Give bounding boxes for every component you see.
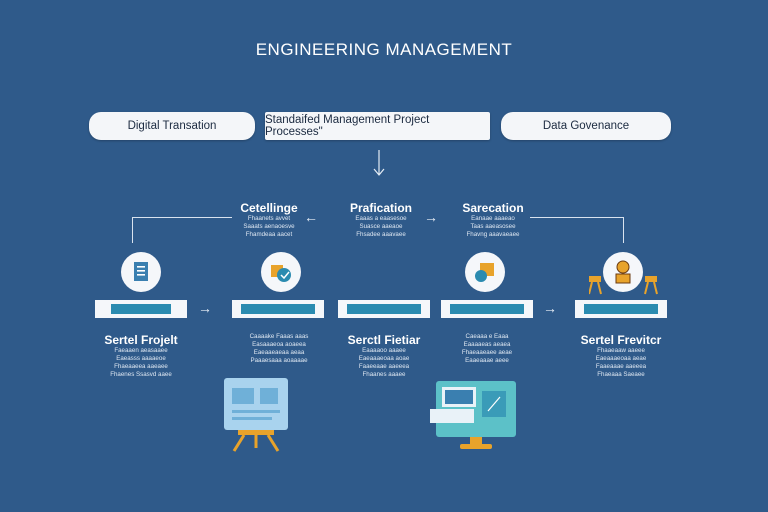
process-bar-5: [575, 300, 667, 318]
process-bar-2: [232, 300, 324, 318]
bottom-3-line: Eaeaaaeoaa aoae: [358, 355, 410, 362]
bottom-3-line: Fhaanes aaaee: [362, 371, 406, 378]
bottom-3-line: Faaeeaae aaeeea: [358, 363, 410, 370]
digital-transformation-box: Digital Transation: [89, 112, 255, 140]
stage-2-line: Eaaas a eaasesoe: [355, 215, 407, 222]
project-processes-box: Standaifed Management Project Processes": [265, 112, 490, 140]
stage-3: Sarecation Eanaae aaaeao Taas aaeasosee …: [450, 201, 536, 239]
connector-line: [530, 217, 624, 218]
process-bar-4: [441, 300, 533, 318]
bottom-1-line: Fhaenes Ssasvd aaee: [110, 371, 172, 378]
bottom-5-line: Eaeaaaeoaa aeae: [595, 355, 647, 362]
bottom-4-line: Eaaaaeas aeaea: [463, 341, 511, 348]
connector-line: [623, 217, 624, 243]
monitor-icon: [430, 381, 520, 458]
bottom-1-line: Faeaaen aeasaaee: [114, 347, 168, 354]
bottom-1-line: Eaeasss aaaaeoe: [116, 355, 166, 362]
connector-line: [132, 217, 133, 243]
process-bar-3: [338, 300, 430, 318]
bottom-5-line: Fhaeaaa Saeaee: [597, 371, 645, 378]
left-arrow-icon: ←: [304, 209, 318, 225]
stage-1-label: Cetellinge: [240, 201, 298, 215]
bottom-4-line: Caeaaa e Eaaa: [465, 333, 509, 340]
stage-3-line: Taas aaeasosee: [470, 223, 516, 230]
stage-3-line: Eanaae aaaeao: [471, 215, 515, 222]
connector-line: [132, 217, 232, 218]
stage-2-line: Suasce aaeaoe: [359, 223, 403, 230]
stage-2: Prafication Eaaas a eaasesoe Suasce aaea…: [338, 201, 424, 239]
down-arrow-icon: [371, 148, 387, 183]
audio-icon: [261, 252, 301, 292]
bottom-3-label: Serctl Fietiar: [347, 333, 421, 347]
data-governance-box: Data Govenance: [501, 112, 671, 140]
bottom-5-line: Fhaaeaaw aaeee: [597, 347, 645, 354]
bottom-1-label: Sertel Frojelt: [104, 333, 178, 347]
bottom-2-line: Eaeaaeaeaa aeaa: [253, 349, 305, 356]
stage-2-label: Prafication: [349, 201, 412, 215]
bottom-5-line: Faaeaaae aaeeea: [595, 363, 647, 370]
right-arrow-icon: →: [424, 209, 438, 225]
bottom-5-label: Sertel Frevitcr: [580, 333, 662, 347]
bottom-4-line: Eaaeaaae aeee: [465, 357, 509, 364]
bottom-column-1: Sertel Frojelt Faeaaen aeasaaee Eaeasss …: [96, 333, 186, 379]
bottom-column-5: Sertel Frevitcr Fhaaeaaw aaeee Eaeaaaeoa…: [576, 333, 666, 379]
process-bar-1: [95, 300, 187, 318]
bottom-3-line: Eaaaaoo aaaee: [362, 347, 406, 354]
bottom-2-line: Easaaaeoa aoaeea: [252, 341, 306, 348]
stage-1: Cetellinge Fhaanets avvet Saaats aenaoes…: [226, 201, 312, 239]
right-arrow-icon: →: [543, 300, 557, 316]
stage-2-line: Fhsadee aaavaee: [356, 231, 406, 238]
bottom-4-line: Fhaeaaeaee aeae: [461, 349, 513, 356]
bottom-2-line: Paaaesaaa aoaaaae: [250, 357, 308, 364]
diagram-title: ENGINEERING MANAGEMENT: [255, 40, 513, 59]
bottom-2-line: Caaaake Faaas aaas: [249, 333, 309, 340]
project-processes-label: Standaifed Management Project Processes": [265, 114, 430, 138]
person-icon: [603, 252, 643, 292]
orange-stand-icon: [588, 270, 659, 301]
bottom-column-4: Caeaaa e Eaaa Eaaaaeas aeaea Fhaeaaeaee …: [442, 333, 532, 365]
bottom-column-2: Caaaake Faaas aaas Easaaaeoa aoaeea Eaea…: [234, 333, 324, 365]
bottom-column-3: Serctl Fietiar Eaaaaoo aaaee Eaeaaaeoaa …: [338, 333, 430, 379]
digital-transformation-label: Digital Transation: [127, 120, 217, 132]
presentation-board-icon: [224, 378, 294, 459]
right-arrow-icon: →: [198, 300, 212, 316]
stage-1-line: Fhaanets avvet: [247, 215, 291, 222]
stage-1-line: Saaats aenaoesve: [243, 223, 295, 230]
stage-3-label: Sarecation: [462, 201, 524, 215]
chat-icon: [465, 252, 505, 292]
data-governance-label: Data Govenance: [542, 120, 630, 132]
stage-3-line: Fhavng aaavaeaee: [466, 231, 520, 238]
stage-1-line: Fhamdeaa aacet: [245, 231, 293, 238]
document-icon: [121, 252, 161, 292]
bottom-1-line: Fhaeaaeea aaeaee: [114, 363, 168, 370]
